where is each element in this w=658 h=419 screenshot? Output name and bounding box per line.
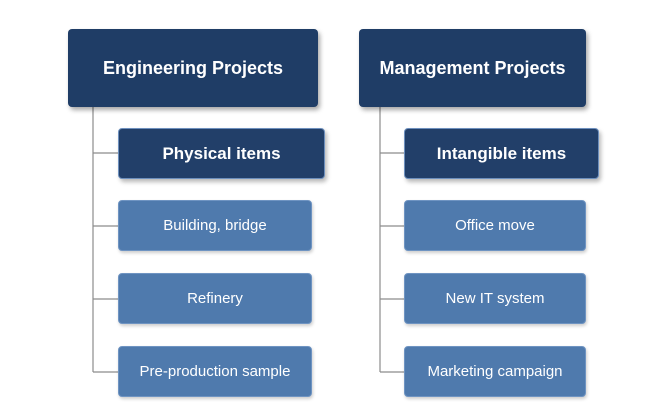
building-bridge-box: Building, bridge [118,200,312,251]
intangible-items-box: Intangible items [404,128,599,179]
refinery-box: Refinery [118,273,312,324]
management-projects-box: Management Projects [359,29,586,107]
new-it-system-box: New IT system [404,273,586,324]
physical-items-box: Physical items [118,128,325,179]
pre-production-sample-box: Pre-production sample [118,346,312,397]
office-move-box: Office move [404,200,586,251]
marketing-campaign-box: Marketing campaign [404,346,586,397]
engineering-projects-box: Engineering Projects [68,29,318,107]
